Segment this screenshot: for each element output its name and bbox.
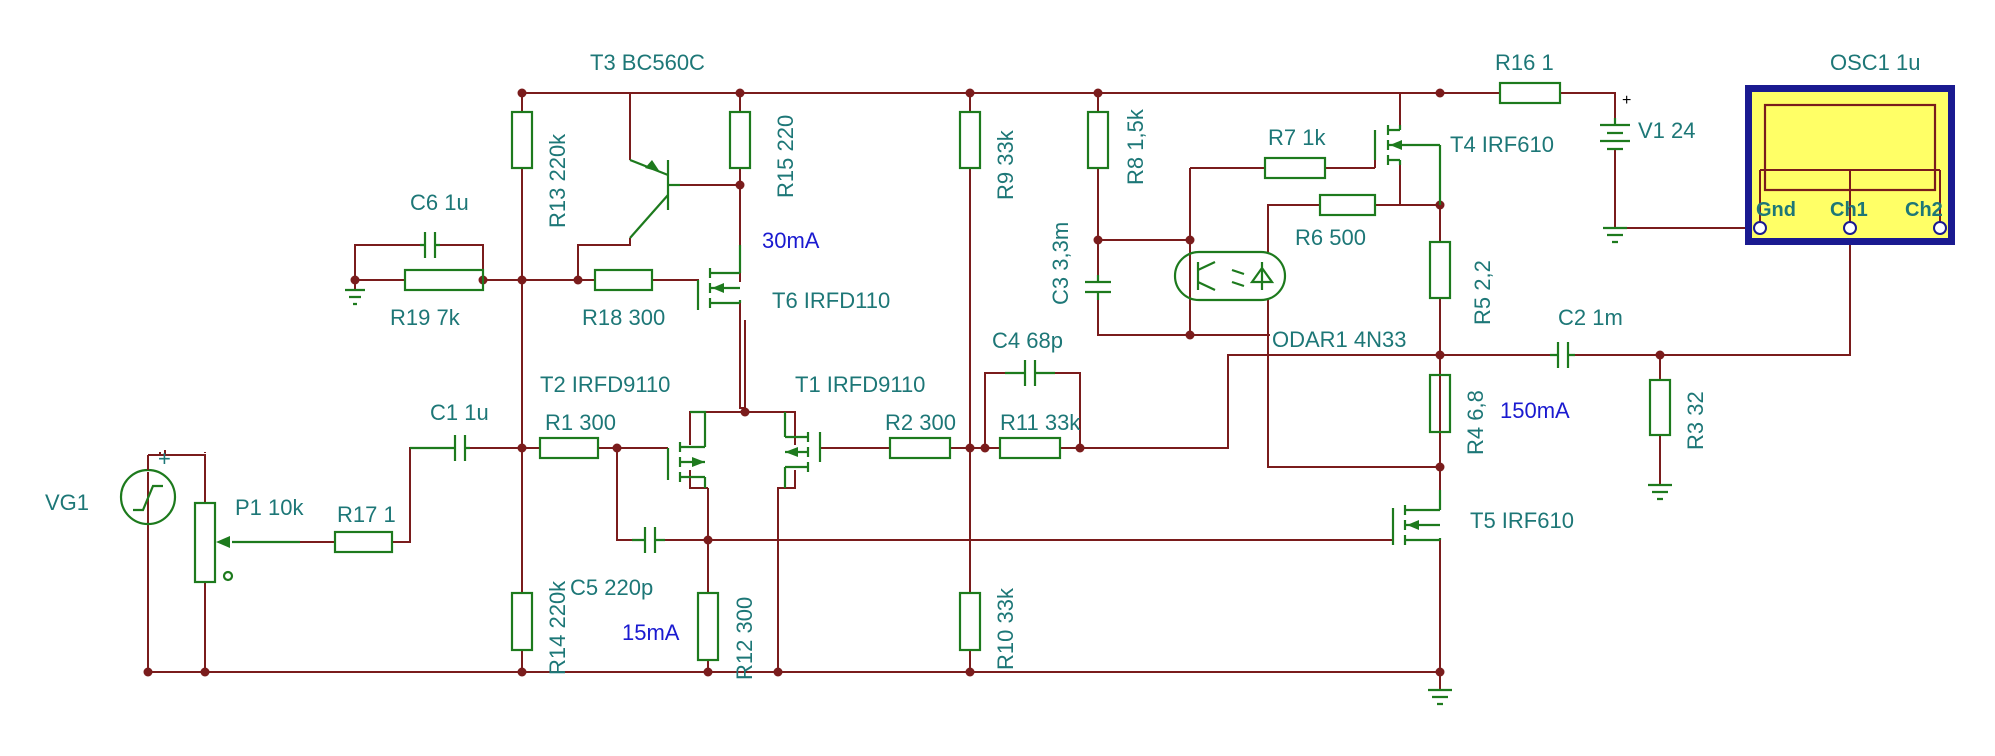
label-r1: R1 300 — [545, 410, 616, 435]
transistor-t2 — [666, 410, 707, 488]
label-vg1-plus: + — [158, 446, 171, 471]
potentiometer-wiper — [216, 536, 300, 582]
label-r19: R19 7k — [390, 305, 461, 330]
label-t3: T3 BC560C — [590, 50, 705, 75]
osc-ch1-label: Ch1 — [1830, 199, 1868, 221]
label-t4: T4 IRF610 — [1450, 132, 1554, 157]
capacitors — [410, 232, 1575, 553]
label-c3: C3 3,3m — [1048, 222, 1073, 305]
label-c5: C5 220p — [570, 575, 653, 600]
label-r3: R3 32 — [1683, 391, 1708, 450]
label-v1: V1 24 — [1638, 118, 1696, 143]
component-labels: T3 BC560C R13 220k R15 220 C6 1u R19 7k … — [45, 50, 1943, 680]
transistor-t1 — [783, 412, 822, 488]
resistor-r14 — [510, 591, 534, 652]
osc-ch2-label: Ch2 — [1905, 199, 1943, 221]
resistor-r11 — [998, 436, 1062, 460]
label-r15: R15 220 — [773, 115, 798, 198]
battery-v1 — [1600, 118, 1630, 151]
label-r10: R10 33k — [993, 587, 1018, 670]
transistor-t5 — [1391, 490, 1442, 545]
label-v1-plus: + — [1622, 92, 1631, 109]
oscilloscope-osc1 — [1745, 85, 1955, 245]
label-t5: T5 IRF610 — [1470, 508, 1574, 533]
resistor-r3 — [1648, 378, 1672, 437]
resistor-r18 — [593, 268, 654, 292]
label-t2: T2 IRFD9110 — [540, 372, 670, 397]
label-r16: R16 1 — [1495, 50, 1554, 75]
capacitor-c3 — [1085, 275, 1111, 300]
resistor-r6 — [1318, 193, 1377, 217]
label-current-150ma: 150mA — [1500, 398, 1570, 423]
label-c1: C1 1u — [430, 400, 489, 425]
potentiometer-p1 — [193, 501, 217, 584]
junctions — [143, 88, 1665, 677]
label-r6: R6 500 — [1295, 225, 1366, 250]
label-current-15ma: 15mA — [622, 620, 680, 645]
resistor-r17 — [333, 530, 394, 554]
label-c6: C6 1u — [410, 190, 469, 215]
capacitor-c6 — [420, 232, 440, 258]
resistor-r12 — [696, 591, 720, 662]
label-c2: C2 1m — [1558, 305, 1623, 330]
label-r7: R7 1k — [1268, 125, 1326, 150]
resistor-r8 — [1086, 110, 1110, 170]
capacitor-c2 — [1550, 342, 1575, 368]
resistor-r1 — [538, 436, 600, 460]
signal-generator-vg1 — [119, 455, 177, 526]
label-r5: R5 2,2 — [1470, 260, 1495, 325]
label-current-30ma: 30mA — [762, 228, 820, 253]
label-c4: C4 68p — [992, 328, 1063, 353]
capacitor-c1 — [410, 435, 470, 461]
label-p1: P1 10k — [235, 495, 304, 520]
label-t6: T6 IRFD110 — [772, 288, 890, 313]
optocoupler-odar1 — [1173, 250, 1287, 302]
label-r9: R9 33k — [993, 129, 1018, 200]
label-r8: R8 1,5k — [1123, 108, 1148, 185]
resistor-r4 — [1428, 373, 1452, 434]
resistors — [193, 81, 1672, 662]
capacitor-c4 — [1005, 360, 1055, 386]
label-r2: R2 300 — [885, 410, 956, 435]
label-t1: T1 IRFD9110 — [795, 372, 925, 397]
osc-gnd-label: Gnd — [1756, 199, 1796, 221]
resistor-r10 — [958, 591, 982, 652]
label-r17: R17 1 — [337, 502, 396, 527]
transistor-t6 — [696, 245, 742, 310]
label-r12: R12 300 — [732, 597, 757, 680]
resistor-r9 — [958, 110, 982, 170]
resistor-r13 — [510, 110, 534, 170]
capacitor-c5 — [632, 527, 665, 553]
resistor-r19 — [403, 268, 485, 292]
resistor-r2 — [888, 436, 952, 460]
label-r13: R13 220k — [545, 133, 570, 228]
ground-symbols — [345, 226, 1672, 706]
label-odar1: ODAR1 4N33 — [1272, 327, 1407, 352]
label-r14: R14 220k — [545, 580, 570, 675]
label-osc1: OSC1 1u — [1830, 50, 1921, 75]
transistor-t4 — [1373, 125, 1442, 205]
label-r18: R18 300 — [582, 305, 665, 330]
transistor-t3 — [629, 158, 680, 239]
resistor-r15 — [728, 110, 752, 170]
resistor-r5 — [1428, 240, 1452, 300]
resistor-r7 — [1263, 156, 1327, 180]
label-vg1: VG1 — [45, 490, 89, 515]
label-r11: R11 33k — [1000, 410, 1081, 435]
resistor-r16 — [1498, 81, 1562, 105]
label-r4: R4 6,8 — [1463, 390, 1488, 455]
